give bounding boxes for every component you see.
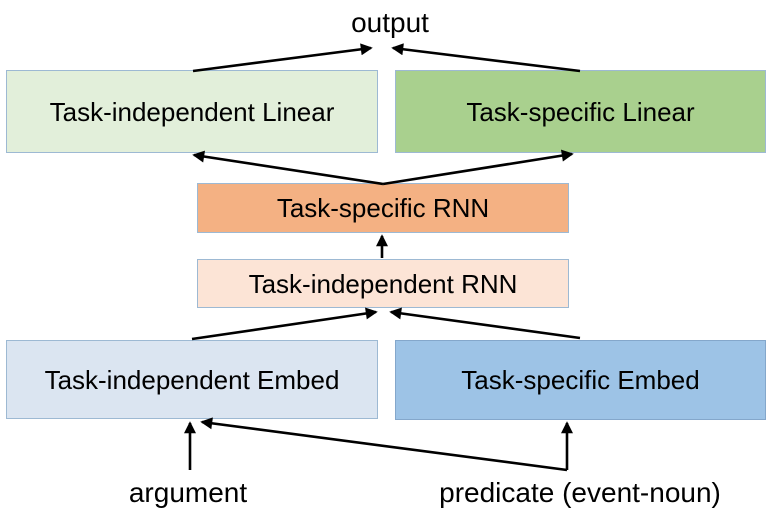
box-task-independent-linear: Task-independent Linear: [6, 70, 378, 153]
box-task-independent-embed-label: Task-independent Embed: [44, 364, 340, 395]
output-label: output: [351, 7, 429, 38]
argument-input-label: argument: [128, 477, 248, 508]
predicate-input-label: predicate (event-noun): [439, 477, 721, 508]
arrow-predicate-to-ti-embed: [200, 417, 568, 472]
box-task-specific-linear: Task-specific Linear: [395, 70, 766, 153]
box-task-independent-rnn: Task-independent RNN: [197, 259, 569, 308]
arrow-ts-linear-to-output: [391, 43, 581, 73]
arrow-ts-rnn-to-ts-linear: [382, 149, 574, 186]
arrow-ti-linear-to-output: [192, 43, 373, 73]
box-task-independent-rnn-label: Task-independent RNN: [248, 268, 518, 299]
box-task-independent-linear-label: Task-independent Linear: [49, 96, 335, 127]
box-task-specific-rnn: Task-specific RNN: [197, 183, 569, 233]
arrow-ts-embed-to-ti-rnn: [389, 307, 581, 340]
box-task-specific-rnn-label: Task-specific RNN: [276, 193, 490, 223]
box-task-specific-embed: Task-specific Embed: [395, 340, 766, 420]
arrow-ts-rnn-to-ti-linear: [192, 150, 384, 186]
box-task-specific-linear-label: Task-specific Linear: [466, 96, 695, 127]
box-task-independent-embed: Task-independent Embed: [6, 340, 378, 419]
box-task-specific-embed-label: Task-specific Embed: [461, 365, 700, 395]
arrow-ti-embed-to-ti-rnn: [191, 307, 378, 341]
